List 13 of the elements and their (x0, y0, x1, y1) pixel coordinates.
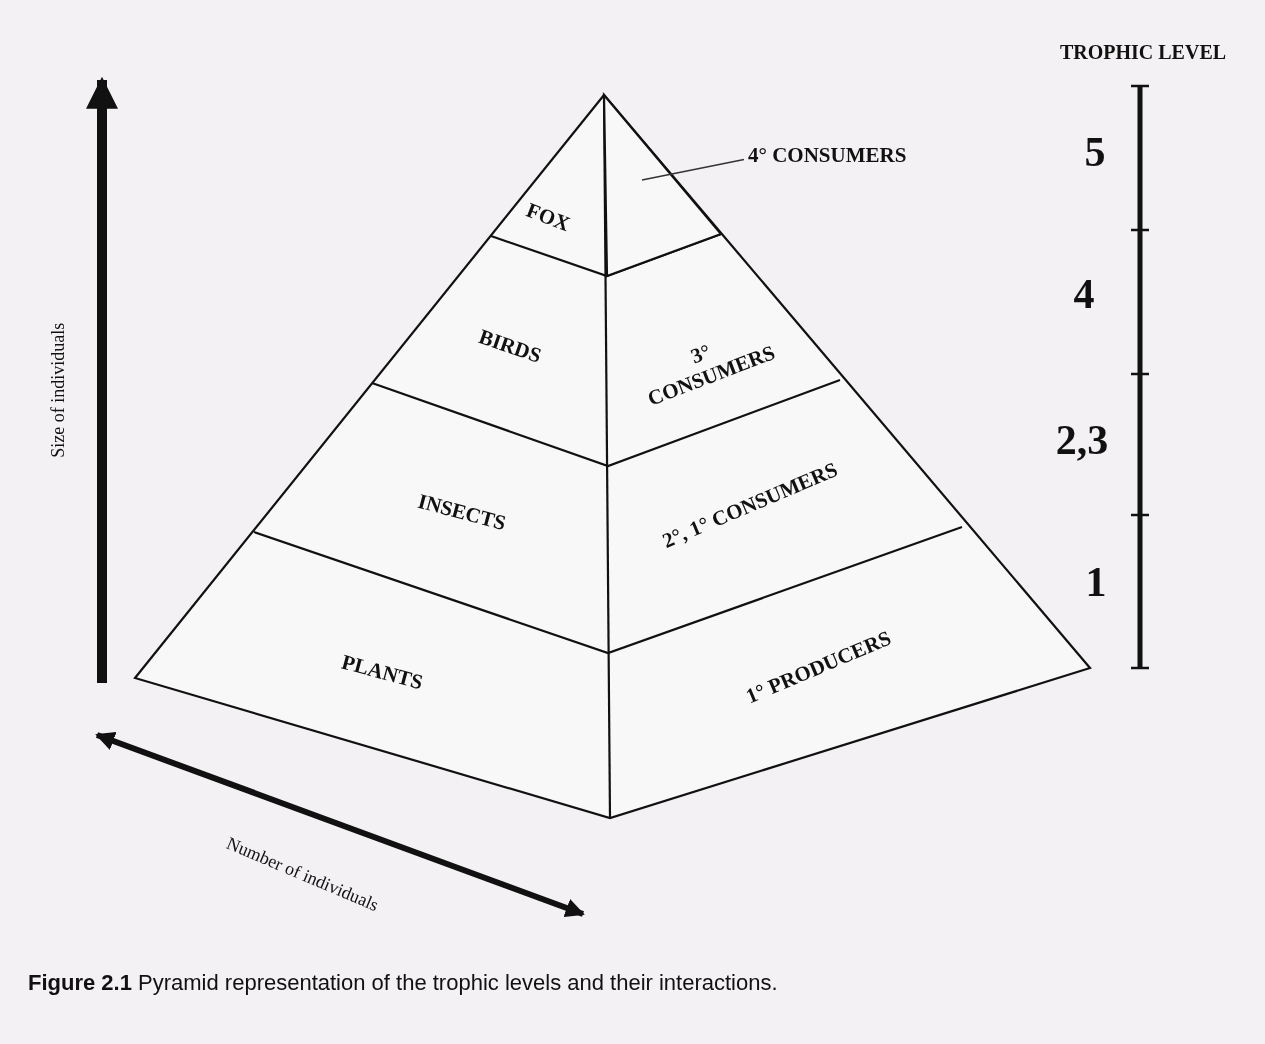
figure-caption: Figure 2.1 Pyramid representation of the trophic levels and their interactions. (28, 970, 778, 996)
level-number: 4 (1073, 269, 1095, 319)
level-number: 2,3 (1055, 415, 1109, 465)
level-number: 1 (1085, 557, 1107, 607)
level-label: BIRDS (475, 324, 545, 368)
leader-line (641, 158, 745, 181)
axis-label: Size of individuals (47, 322, 69, 458)
level-label: 4° CONSUMERS (748, 143, 907, 168)
level-label: PLANTS (338, 649, 426, 695)
level-number: 5 (1084, 127, 1106, 177)
level-label: FOX (522, 197, 573, 237)
label-heading: TROPHIC LEVEL (1059, 40, 1227, 64)
pyramid-face (602, 91, 723, 278)
